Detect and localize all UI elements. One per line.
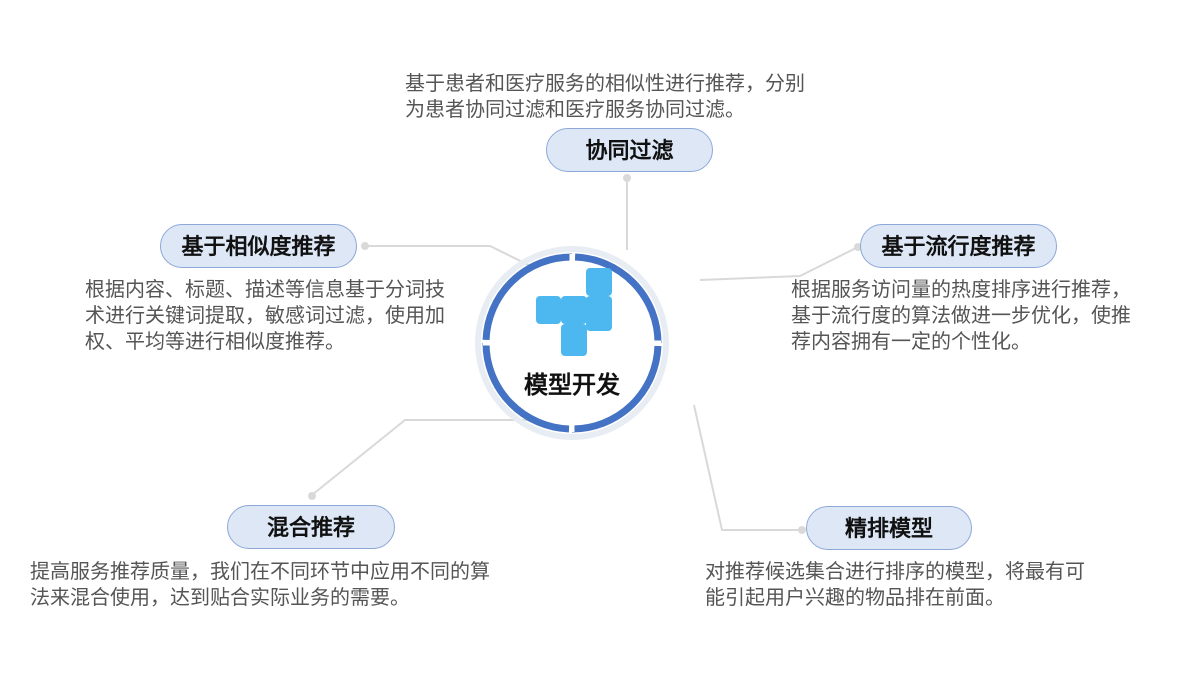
- node-popularity-desc: 根据服务访问量的热度排序进行推荐，基于流行度的算法做进一步优化，使推荐内容拥有一…: [791, 277, 1131, 353]
- node-popularity-label: 基于流行度推荐: [881, 234, 1036, 260]
- node-ranking[interactable]: 精排模型: [806, 506, 972, 550]
- node-hybrid-label: 混合推荐: [266, 515, 355, 541]
- connector-dot-ranking: [798, 526, 806, 534]
- center-ring-halo: [475, 246, 669, 440]
- cross-puzzle-icon: [536, 268, 612, 356]
- connector-popularity: [699, 245, 861, 281]
- node-ranking-desc: 对推荐候选集合进行排序的模型，将最有可能引起用户兴趣的物品排在前面。: [705, 559, 1085, 609]
- node-similarity[interactable]: 基于相似度推荐: [160, 224, 357, 268]
- node-similarity-desc: 根据内容、标题、描述等信息基于分词技术进行关键词提取，敏感词过滤，使用加权、平均…: [85, 277, 445, 353]
- node-collab-desc: 基于患者和医疗服务的相似性进行推荐，分别为患者协同过滤和医疗服务协同过滤。: [405, 71, 805, 121]
- node-collab-label: 协同过滤: [585, 138, 674, 164]
- connector-dot-similarity: [361, 242, 369, 250]
- node-collab[interactable]: 协同过滤: [546, 128, 713, 172]
- connector-dot-collab: [623, 174, 631, 182]
- node-ranking-label: 精排模型: [844, 516, 933, 542]
- node-hybrid-desc: 提高服务推荐质量，我们在不同环节中应用不同的算法来混合使用，达到贴合实际业务的需…: [30, 559, 490, 609]
- node-popularity[interactable]: 基于流行度推荐: [860, 224, 1057, 268]
- connector-dot-hybrid: [308, 492, 316, 500]
- node-similarity-label: 基于相似度推荐: [181, 234, 336, 260]
- connector-ranking: [693, 404, 800, 531]
- center-label: 模型开发: [524, 370, 620, 399]
- node-hybrid[interactable]: 混合推荐: [227, 505, 395, 549]
